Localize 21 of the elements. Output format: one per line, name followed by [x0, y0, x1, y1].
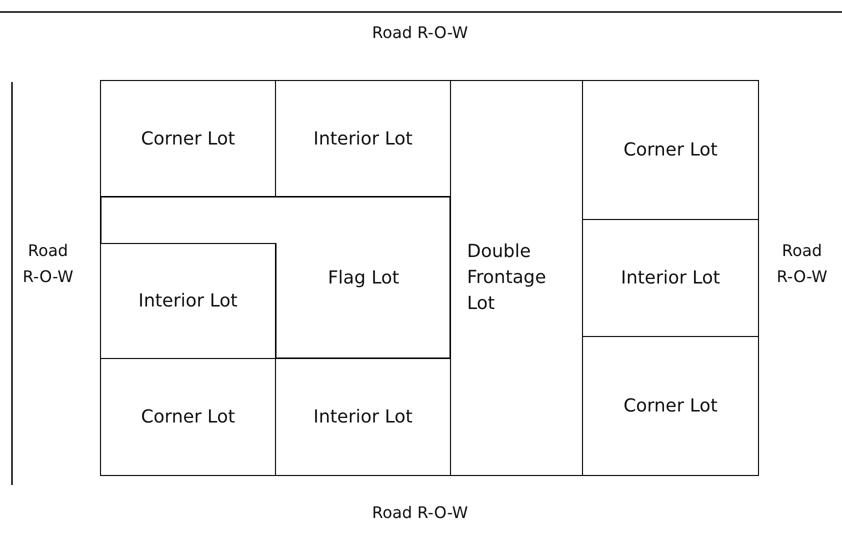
lot-box: [582, 336, 759, 476]
lot-label: Corner Lot: [140, 406, 236, 428]
road-label: Road R-O-W: [776, 240, 828, 288]
lot-label: Corner Lot: [622, 140, 719, 160]
road-label: Road R-O-W: [371, 502, 469, 524]
lot-label: Double Frontage Lot: [467, 240, 548, 316]
lot-box: [100, 358, 276, 476]
lot-label: Flag Lot: [326, 268, 400, 288]
lot-box: [450, 80, 583, 476]
lot-label: Corner Lot: [622, 396, 719, 416]
lot-label: Corner Lot: [140, 128, 236, 149]
lot-label: Interior Lot: [137, 290, 239, 312]
lot-label: Interior Lot: [620, 268, 722, 288]
lot-label: Interior Lot: [312, 406, 414, 428]
road-label: Road R-O-W: [371, 22, 469, 44]
lot-box: [582, 80, 759, 220]
flag-lot-shape: [100, 196, 451, 359]
lot-label: Interior Lot: [312, 128, 414, 149]
lot-box: [100, 80, 276, 197]
lot-box: [100, 243, 276, 359]
road-label: Road R-O-W: [22, 240, 74, 288]
